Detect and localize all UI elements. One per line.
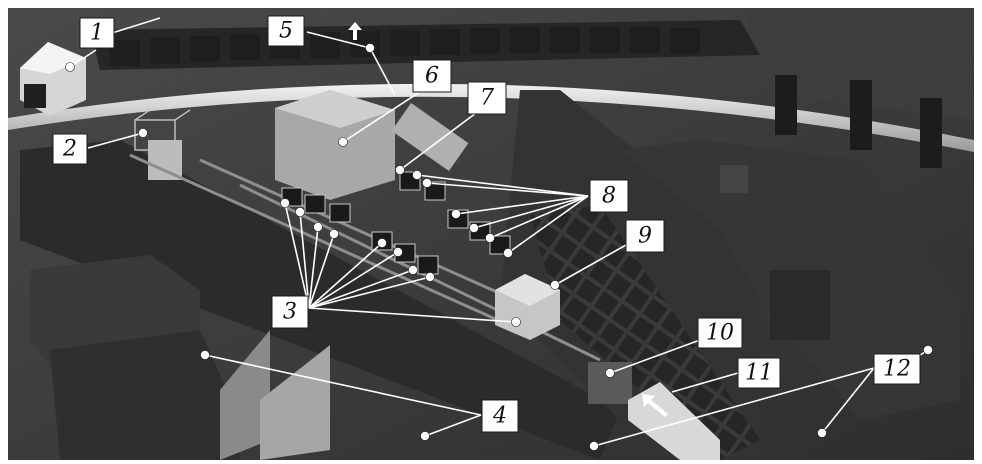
label-7: 7	[468, 82, 506, 114]
label-5: 5	[268, 16, 304, 46]
label-3-text: 3	[283, 300, 297, 325]
label-6: 6	[413, 60, 451, 92]
label-3: 3	[272, 296, 308, 328]
label-6-text: 6	[425, 64, 439, 89]
label-2: 2	[53, 134, 87, 164]
label-1-text: 1	[90, 21, 104, 46]
label-8-text: 8	[602, 184, 616, 209]
label-4: 4	[482, 400, 518, 432]
label-1: 1	[80, 18, 114, 48]
label-10: 10	[698, 318, 742, 348]
label-12-text: 12	[883, 357, 911, 382]
label-11: 11	[738, 358, 780, 388]
label-2-text: 2	[62, 137, 77, 162]
label-8: 8	[590, 180, 628, 212]
right-small-block	[720, 165, 748, 193]
label-4-text: 4	[492, 404, 507, 429]
label-9: 9	[626, 220, 664, 252]
label-11-text: 11	[745, 361, 773, 386]
label-9-text: 9	[638, 224, 652, 249]
label-7-text: 7	[480, 86, 494, 111]
label-10-text: 10	[706, 321, 734, 346]
label-5-text: 5	[279, 19, 293, 44]
label-12: 12	[874, 354, 920, 384]
right-room-block	[770, 270, 830, 340]
